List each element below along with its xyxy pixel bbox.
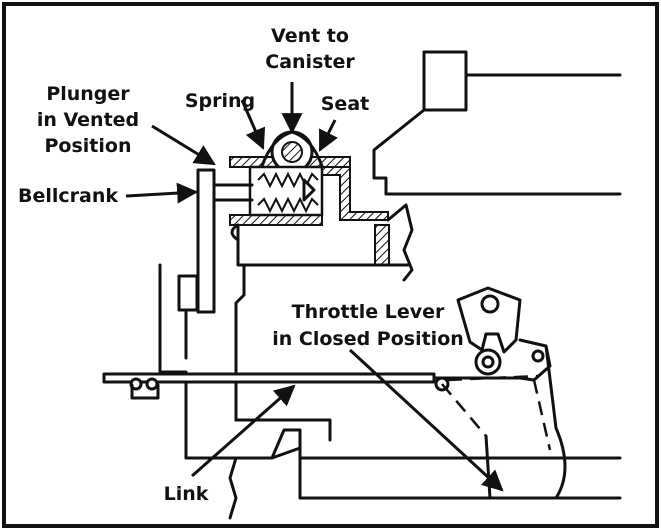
throttle-arrow <box>348 348 504 492</box>
leader-lines <box>125 82 504 492</box>
seat-arrow <box>318 119 338 152</box>
bellcrank-arrow <box>125 182 199 204</box>
link-label: Link <box>164 483 209 505</box>
throttle-lever <box>434 286 567 500</box>
link-rod <box>102 372 522 400</box>
vent-label-line2: Canister <box>265 51 355 73</box>
throttle-label-line1: Throttle Lever <box>292 301 445 323</box>
spring-label: Spring <box>185 90 255 112</box>
throttle-label-line2: in Closed Position <box>272 328 464 350</box>
bellcrank-label: Bellcrank <box>18 185 118 207</box>
plunger-arrow <box>151 124 216 166</box>
vent-label-line1: Vent to <box>271 25 349 47</box>
vent-valve-housing <box>229 130 414 282</box>
plunger-label-line1: Plunger <box>46 83 130 105</box>
plunger-label-line2: in Vented <box>37 109 139 131</box>
spring-arrow <box>240 99 266 150</box>
link-arrow <box>191 384 296 478</box>
plunger-label-line3: Position <box>45 135 132 157</box>
bellcrank <box>177 168 254 360</box>
carburetor-body-upper <box>372 50 622 196</box>
seat-label: Seat <box>321 93 369 115</box>
